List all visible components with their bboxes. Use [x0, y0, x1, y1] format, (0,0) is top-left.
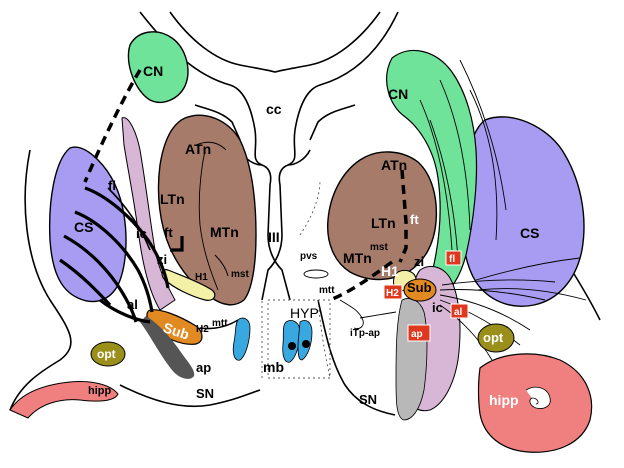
label-cc: cc	[266, 101, 282, 117]
label-right-cs: CS	[520, 225, 539, 241]
label-right-sub: Sub	[407, 280, 432, 295]
label-right-mst: mst	[370, 242, 388, 253]
label-left-sn: SN	[196, 386, 214, 401]
label-left-mst: mst	[231, 269, 249, 280]
label-right-mtt: mtt	[319, 285, 335, 296]
left-hemisphere	[9, 31, 257, 419]
label-left-fl: fl	[108, 178, 116, 193]
label-left-h1: H1	[195, 272, 208, 283]
labels: CN CS fl ic ATn LTn MTn ft zi H1 H2 mst …	[74, 63, 539, 408]
label-right-ic: ic	[432, 300, 443, 315]
label-left-mtt: mtt	[212, 318, 228, 329]
right-cs-shape	[460, 116, 585, 307]
label-right-h1: H1	[381, 263, 399, 279]
label-left-ft: ft	[164, 225, 173, 240]
label-left-cs: CS	[74, 219, 93, 235]
label-box-right-al: al	[450, 303, 469, 319]
label-mb: mb	[263, 359, 284, 375]
label-left-mtn: MTn	[210, 224, 239, 240]
right-opt-shape	[477, 323, 515, 353]
left-fornix-shape	[232, 317, 251, 361]
label-box-right-ap: ap	[407, 324, 431, 342]
left-zi-shape	[161, 269, 216, 301]
svg-text:H2: H2	[386, 288, 399, 299]
center-structures	[282, 320, 313, 363]
right-hemisphere	[303, 49, 593, 453]
label-iii: III	[268, 229, 280, 245]
right-hipp-inner	[525, 386, 551, 409]
pvs-ellipse	[303, 269, 329, 279]
label-right-zi: zi	[414, 254, 424, 269]
label-right-mtn: MTn	[343, 250, 372, 266]
label-right-pvs: pvs	[300, 251, 318, 262]
label-left-hipp: hipp	[88, 385, 111, 397]
label-right-sn: SN	[359, 392, 377, 407]
left-opt-shape	[90, 341, 126, 367]
label-right-itp-ap: iTp-ap	[350, 328, 380, 339]
left-ap-shape	[140, 316, 195, 379]
label-left-ic: ic	[136, 226, 147, 241]
label-right-ltn: LTn	[371, 215, 396, 231]
left-cn-shape	[127, 31, 189, 104]
label-left-opt: opt	[97, 347, 116, 361]
label-left-atn: ATn	[185, 141, 211, 157]
label-left-ltn: LTn	[160, 191, 185, 207]
left-thalamus-shape	[157, 114, 257, 306]
label-right-opt: opt	[483, 330, 504, 345]
mb-node	[288, 342, 296, 350]
label-left-h2: H2	[196, 324, 209, 335]
label-right-atn: ATn	[381, 157, 407, 173]
left-hipp-shape	[9, 381, 119, 419]
label-hyp: HYP	[290, 305, 319, 321]
left-ic-shape	[121, 117, 176, 311]
mb-fornix-shape	[282, 320, 301, 363]
label-right-ft: ft	[410, 212, 419, 227]
label-box-right-fl: fl	[445, 250, 462, 266]
label-left-al: al	[127, 297, 138, 312]
svg-text:al: al	[454, 307, 463, 318]
svg-text:fl: fl	[449, 254, 455, 265]
label-right-hipp: hipp	[489, 392, 519, 408]
label-left-sub: Sub	[161, 319, 191, 342]
right-sub-shape	[403, 278, 437, 302]
label-box-right-h2: H2	[383, 284, 403, 300]
label-left-ap: ap	[196, 360, 211, 375]
label-left-cn: CN	[143, 63, 163, 79]
mb-node-2	[302, 340, 310, 348]
svg-text:ap: ap	[411, 329, 423, 340]
label-right-cn: CN	[388, 86, 408, 102]
label-left-zi: zi	[157, 252, 167, 267]
